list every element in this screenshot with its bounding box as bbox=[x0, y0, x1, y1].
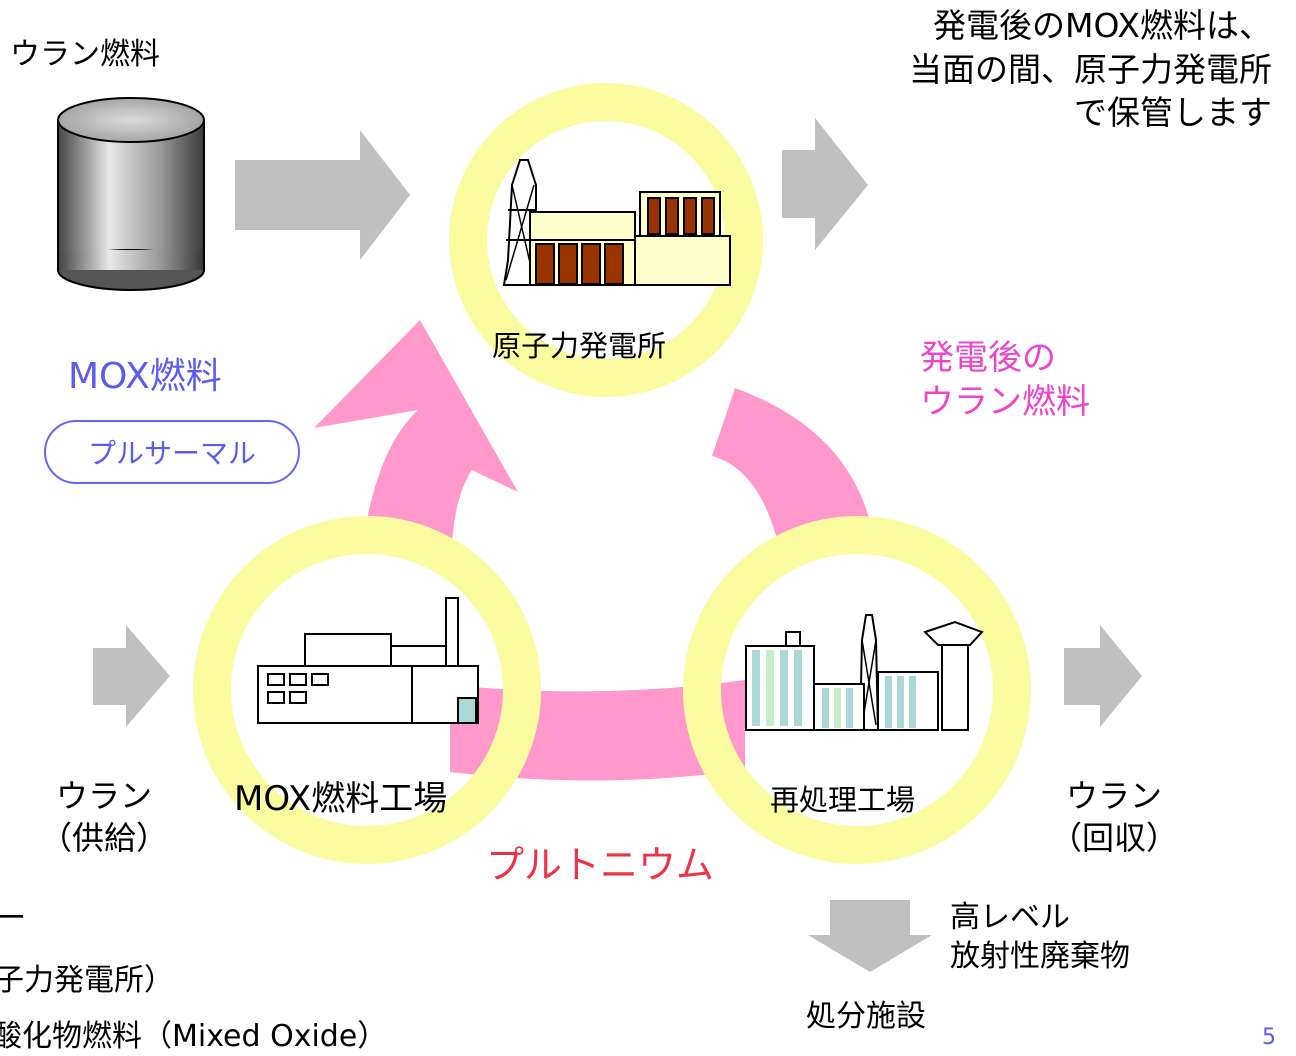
page-number: 5 bbox=[1262, 1025, 1276, 1050]
arrow-uranium-recovered bbox=[1064, 625, 1142, 727]
ring-mox-factory bbox=[193, 516, 541, 864]
reprocessing-plant-label: 再処理工場 bbox=[770, 783, 916, 817]
pink-arc-right bbox=[712, 388, 872, 552]
uranium-supply-line-1: ウラン bbox=[56, 777, 153, 815]
uranium-supply-line-2: （供給） bbox=[40, 818, 169, 857]
hlw-line-1: 高レベル bbox=[950, 900, 1070, 935]
stored-note-line-1: 発電後のMOX燃料は、 bbox=[933, 6, 1272, 45]
plutonium-label: プルトニウム bbox=[486, 843, 715, 887]
spent-fuel-label: 発電後の ウラン燃料 bbox=[920, 336, 1090, 424]
stored-note: 発電後のMOX燃料は、 当面の間、原子力発電所 で保管します bbox=[909, 4, 1272, 135]
footer-fragment-2: 子力発電所） bbox=[0, 963, 174, 998]
ring-reprocessing bbox=[683, 516, 1031, 864]
pluthermal-label: プルサーマル bbox=[87, 437, 256, 470]
pluthermal-badge: プルサーマル bbox=[44, 420, 300, 484]
footer-fragment-3: 酸化物燃料（Mixed Oxide） bbox=[0, 1019, 388, 1054]
arrow-to-disposal bbox=[808, 900, 932, 972]
footer-fragment-1: ー bbox=[0, 901, 26, 936]
uranium-recovered-line-1: ウラン bbox=[1066, 777, 1163, 815]
mox-factory-label: MOX燃料工場 bbox=[234, 779, 448, 819]
hlw-label: 高レベル 放射性廃棄物 bbox=[950, 898, 1130, 976]
uranium-recovered-line-2: （回収） bbox=[1050, 818, 1179, 857]
disposal-label: 処分施設 bbox=[806, 999, 926, 1034]
spent-fuel-line-2: ウラン燃料 bbox=[920, 382, 1090, 423]
uranium-fuel-label: ウラン燃料 bbox=[10, 37, 160, 72]
arrow-plant-out bbox=[782, 118, 868, 250]
stored-note-line-3: で保管します bbox=[1074, 93, 1272, 133]
spent-fuel-line-1: 発電後の bbox=[920, 338, 1056, 378]
arrow-uranium-supply bbox=[93, 625, 170, 727]
reprocessing-plant-building-icon bbox=[745, 614, 984, 731]
uranium-supply-label: ウラン （供給） bbox=[40, 776, 168, 859]
hlw-line-2: 放射性廃棄物 bbox=[950, 939, 1130, 974]
mox-fuel-label: MOX燃料 bbox=[68, 356, 222, 397]
uranium-recovered-label: ウラン （回収） bbox=[1050, 776, 1178, 859]
uranium-fuel-cylinder-icon bbox=[57, 97, 205, 291]
nuclear-plant-label: 原子力発電所 bbox=[492, 329, 667, 363]
nuclear-plant-building-icon bbox=[502, 159, 731, 286]
pink-arrow-to-plant bbox=[314, 320, 518, 545]
ring-nuclear-plant bbox=[449, 83, 763, 397]
arrow-uranium-to-plant bbox=[235, 130, 410, 260]
stored-note-line-2: 当面の間、原子力発電所 bbox=[909, 49, 1272, 89]
mox-factory-building-icon bbox=[257, 597, 479, 724]
